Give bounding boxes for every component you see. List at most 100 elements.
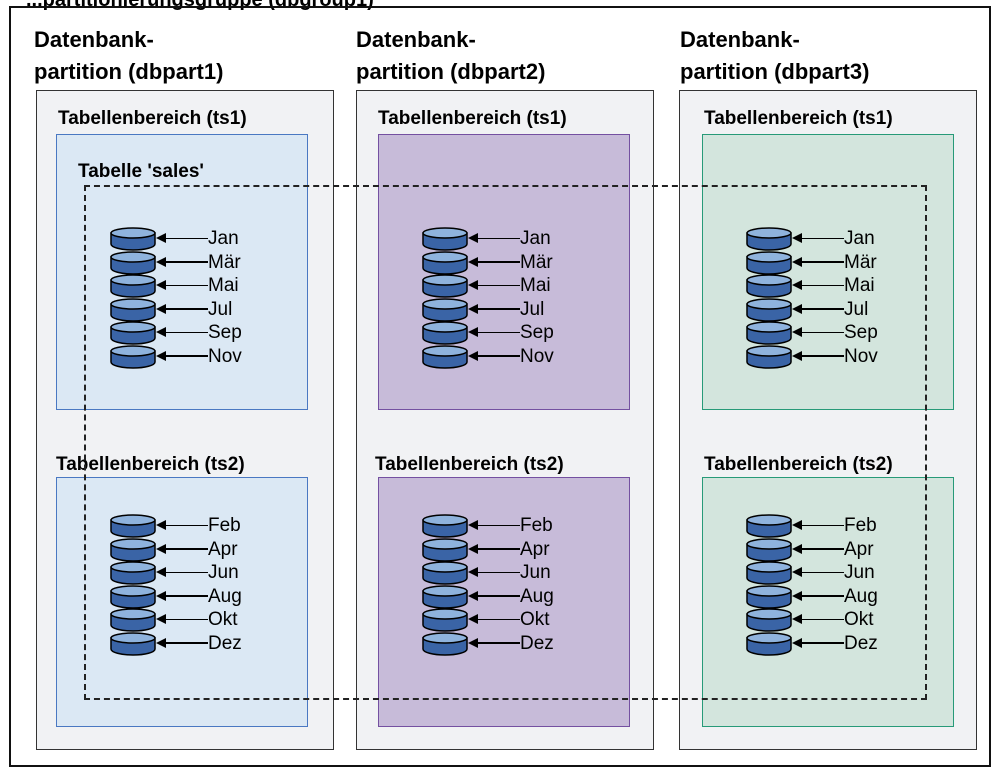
arrow-head-icon [156, 520, 166, 530]
arrow-line [476, 618, 520, 620]
database-cylinder-icon [422, 514, 468, 538]
arrow-head-icon [792, 567, 802, 577]
arrow-line [164, 642, 208, 644]
partition-3-ts1-label: Tabellenbereich (ts1) [704, 108, 893, 129]
arrow-line [164, 618, 208, 620]
arrow-line [476, 595, 520, 597]
arrow-line [800, 355, 844, 357]
partition-2-ts2-label: Tabellenbereich (ts2) [375, 454, 564, 475]
database-cylinder-icon [746, 608, 792, 632]
partition-1-heading-line2: partition (dbpart1) [34, 59, 224, 84]
arrow-line [164, 308, 208, 310]
database-cylinder-icon [422, 561, 468, 585]
month-label: Nov [844, 345, 878, 367]
partition-1-heading-line1: Datenbank- [34, 27, 154, 52]
database-cylinder-icon [110, 227, 156, 251]
arrow-line [476, 571, 520, 573]
arrow-head-icon [792, 543, 802, 554]
database-cylinder-icon [746, 561, 792, 585]
partition-2-ts2-box [378, 477, 630, 727]
arrow-line [164, 331, 208, 333]
month-label: Dez [844, 632, 878, 654]
arrow-head-icon [468, 637, 478, 648]
arrow-head-icon [792, 614, 802, 624]
arrow-line [800, 261, 844, 263]
database-cylinder-icon [422, 297, 468, 322]
partition-1-ts2-box [56, 477, 308, 727]
month-label: Dez [208, 632, 242, 654]
arrow-head-icon [156, 256, 166, 267]
arrow-head-icon [468, 233, 478, 243]
database-cylinder-icon [422, 250, 468, 275]
month-label: Jul [208, 298, 233, 320]
arrow-line [800, 284, 844, 286]
arrow-head-icon [792, 303, 802, 314]
arrow-head-icon [156, 614, 166, 624]
database-cylinder-icon [110, 584, 156, 609]
arrow-line [800, 571, 844, 573]
arrow-line [164, 595, 208, 597]
arrow-head-icon [156, 590, 166, 601]
arrow-head-icon [468, 280, 478, 290]
partition-3-ts2-label: Tabellenbereich (ts2) [704, 454, 893, 475]
arrow-head-icon [792, 280, 802, 290]
arrow-line [164, 261, 208, 263]
month-label: Jan [844, 228, 875, 249]
arrow-head-icon [156, 280, 166, 290]
database-cylinder-icon [422, 537, 468, 562]
month-label: Feb [844, 515, 877, 536]
database-cylinder-icon [110, 274, 156, 298]
arrow-head-icon [792, 590, 802, 601]
month-label: Aug [520, 585, 554, 607]
arrow-line [476, 642, 520, 644]
database-cylinder-icon [746, 344, 792, 369]
database-cylinder-icon [110, 321, 156, 345]
database-cylinder-icon [422, 631, 468, 656]
month-label: Sep [208, 322, 242, 343]
database-cylinder-icon [746, 227, 792, 251]
arrow-line [800, 548, 844, 550]
arrow-line [476, 308, 520, 310]
partition-group-frame [9, 6, 991, 767]
database-cylinder-icon [110, 608, 156, 632]
database-cylinder-icon [110, 344, 156, 369]
month-label: Apr [208, 538, 238, 560]
month-label: Mär [520, 251, 553, 273]
database-cylinder-icon [110, 297, 156, 322]
arrow-head-icon [156, 543, 166, 554]
month-label: Nov [208, 345, 242, 367]
arrow-head-icon [468, 520, 478, 530]
arrow-head-icon [792, 520, 802, 530]
month-label: Sep [844, 322, 878, 343]
partition-2-ts1-label: Tabellenbereich (ts1) [378, 108, 567, 129]
month-label: Feb [520, 515, 553, 536]
month-label: Jun [844, 562, 875, 583]
arrow-line [800, 595, 844, 597]
month-label: Okt [844, 609, 874, 630]
arrow-head-icon [792, 233, 802, 243]
arrow-head-icon [468, 256, 478, 267]
arrow-line [476, 237, 520, 239]
database-cylinder-icon [746, 297, 792, 322]
arrow-head-icon [468, 303, 478, 314]
arrow-head-icon [156, 327, 166, 337]
month-label: Mai [520, 275, 551, 296]
month-label: Mär [844, 251, 877, 273]
arrow-line [164, 524, 208, 526]
arrow-line [800, 331, 844, 333]
arrow-head-icon [792, 637, 802, 648]
table-sales-label: Tabelle 'sales' [78, 161, 204, 182]
arrow-line [476, 261, 520, 263]
arrow-line [164, 548, 208, 550]
arrow-head-icon [468, 590, 478, 601]
month-label: Jan [208, 228, 239, 249]
month-label: Mai [844, 275, 875, 296]
month-label: Feb [208, 515, 241, 536]
arrow-line [800, 308, 844, 310]
database-cylinder-icon [110, 631, 156, 656]
arrow-head-icon [468, 327, 478, 337]
arrow-line [476, 284, 520, 286]
